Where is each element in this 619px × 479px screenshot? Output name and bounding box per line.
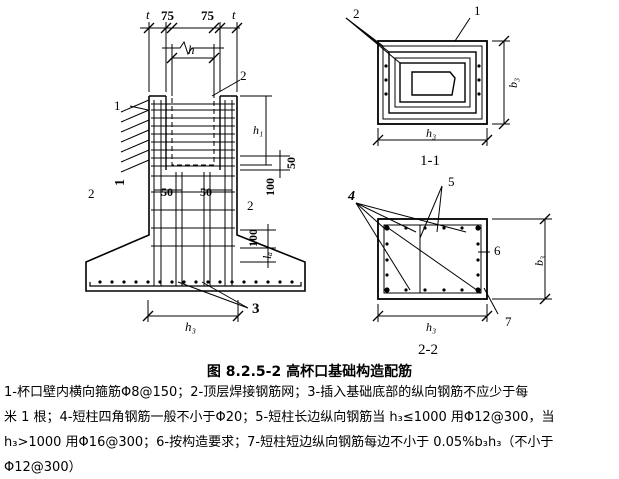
section-1-1-dots: [384, 64, 481, 96]
callout-2-right-main: 2: [247, 198, 254, 213]
section-2-2: [355, 185, 552, 322]
callout-2-top-main: 2: [240, 68, 247, 83]
dim-50-a: 50: [161, 185, 173, 199]
legend-line-3: h₃>1000 用Φ16@300；6-按构造要求；7-短柱短边纵向钢筋每边不小于…: [4, 435, 554, 450]
callout-3-main: 3: [252, 301, 260, 317]
dim-h1: h₁: [253, 123, 263, 137]
section-label-1-1: 1-1: [420, 153, 440, 169]
section-2-2-bars: [384, 225, 481, 293]
callout-6-s22: 6: [494, 243, 501, 258]
dim-50-b: 50: [200, 185, 212, 199]
callout-4-s22: 4: [347, 189, 355, 204]
dim-la: lₐ: [260, 252, 274, 259]
foundation-diagram: t 75 75 t h h₁ 50 100 50 50 100 lₐ h₃ 1 …: [85, 3, 552, 358]
callout-5-s22: 5: [448, 174, 455, 189]
callout-1-vertical: 1: [113, 179, 128, 186]
dim-t-right: t: [232, 7, 236, 22]
callout-1-main: 1: [114, 98, 121, 113]
callout-2-left-main: 2: [88, 186, 95, 201]
dim-h: h: [188, 42, 195, 57]
dim-100-lower: 100: [246, 229, 260, 247]
main-section: [85, 22, 306, 322]
legend-line-1: 1-杯口壁内横向箍筋Φ8@150；2-顶层焊接钢筋网；3-插入基础底部的纵向钢筋…: [4, 385, 529, 400]
callout-1-s11: 1: [474, 3, 481, 18]
dim-75-left: 75: [161, 8, 175, 23]
main-bar-dots: [98, 280, 294, 284]
legend-line-2: 米 1 根；4-短柱四角钢筋一般不小于Φ20；5-短柱长边纵向钢筋当 h₃≤10…: [4, 410, 555, 425]
dim-50-right: 50: [284, 157, 298, 169]
callout-2-s11: 2: [353, 6, 360, 21]
section-1-1: [345, 17, 510, 146]
dim-75-right: 75: [201, 8, 215, 23]
figure-title: 图 8.2.5-2 高杯口基础构造配筋: [206, 364, 413, 380]
section-label-2-2: 2-2: [418, 342, 438, 358]
dim-t-left: t: [146, 7, 150, 22]
dim-h3-s22: h₃: [426, 320, 436, 334]
callout-7-s22: 7: [505, 314, 512, 329]
dim-b3-s22: b₃: [532, 256, 546, 266]
dim-100-right: 100: [263, 178, 277, 196]
legend-line-4: Φ12@300）: [4, 460, 82, 475]
dim-h3-s11: h₃: [426, 126, 436, 140]
dim-b3-s11: b₃: [506, 78, 520, 88]
dim-h3-main: h₃: [185, 319, 196, 334]
